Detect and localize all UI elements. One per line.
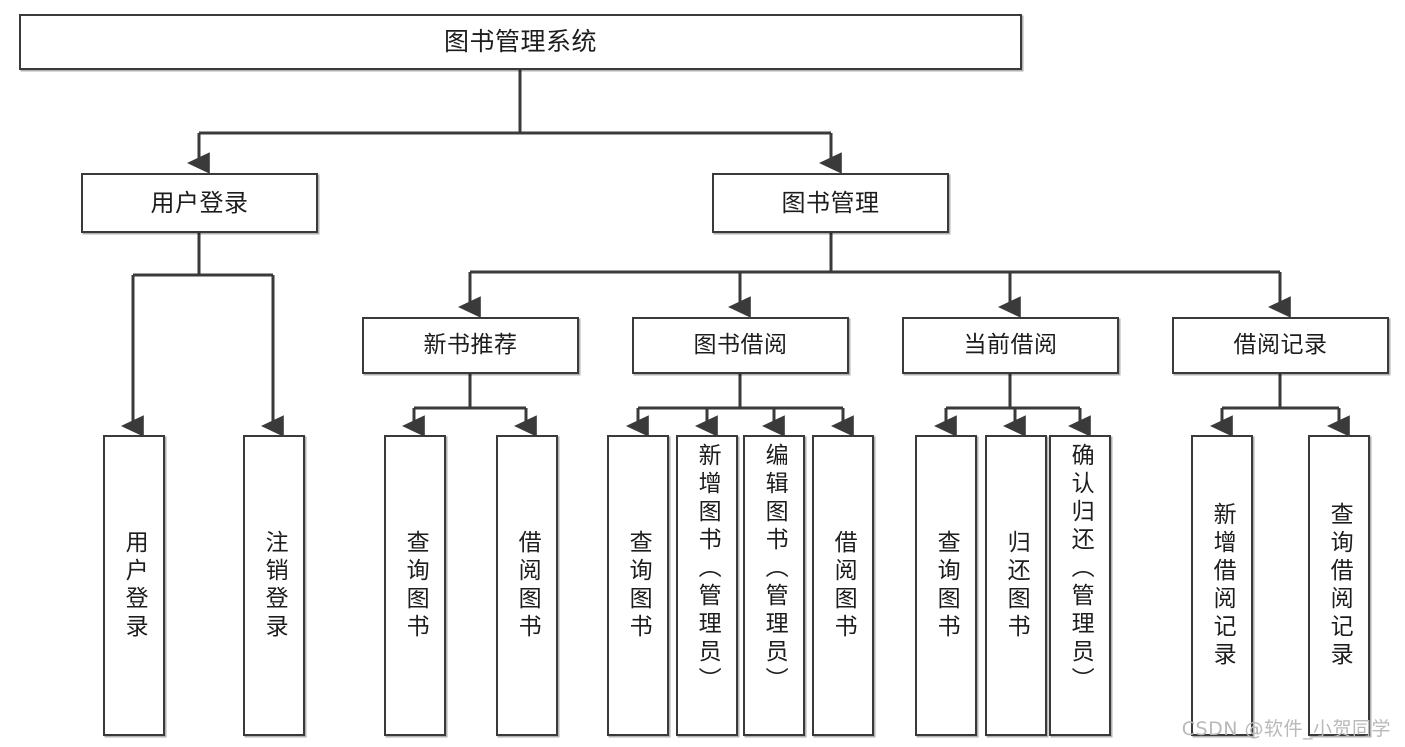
node-book-borrow[interactable]: 图书借阅 bbox=[632, 317, 849, 374]
node-borrow-record[interactable]: 借阅记录 bbox=[1172, 317, 1389, 374]
node-label: 图书管理系统 bbox=[443, 27, 597, 57]
node-leaf-query-book-current[interactable]: 查询图书 bbox=[915, 435, 977, 736]
node-label: 查询图书 bbox=[402, 529, 429, 642]
node-leaf-edit-book-admin[interactable]: 编辑图书（管理员） bbox=[743, 435, 805, 736]
node-label: 归还图书 bbox=[1003, 529, 1030, 642]
node-label: 图书借阅 bbox=[693, 331, 788, 358]
node-label: 当前借阅 bbox=[963, 331, 1058, 358]
node-label: 确认归还（管理员） bbox=[1067, 443, 1094, 695]
node-label: 查询图书 bbox=[933, 529, 960, 642]
node-current-borrow[interactable]: 当前借阅 bbox=[902, 317, 1119, 374]
node-leaf-add-book-admin[interactable]: 新增图书（管理员） bbox=[676, 435, 738, 736]
node-leaf-logout-login[interactable]: 注销登录 bbox=[243, 435, 305, 736]
node-new-book-recommend[interactable]: 新书推荐 bbox=[362, 317, 579, 374]
node-label: 查询借阅记录 bbox=[1326, 501, 1353, 670]
node-label: 注销登录 bbox=[261, 529, 288, 642]
node-leaf-query-book-recommend[interactable]: 查询图书 bbox=[384, 435, 446, 736]
node-label: 用户登录 bbox=[150, 188, 249, 217]
node-label: 借阅记录 bbox=[1233, 331, 1328, 358]
node-book-management[interactable]: 图书管理 bbox=[712, 173, 949, 233]
node-leaf-query-borrow-record[interactable]: 查询借阅记录 bbox=[1308, 435, 1370, 736]
node-leaf-add-borrow-record[interactable]: 新增借阅记录 bbox=[1191, 435, 1253, 736]
node-label: 新增图书（管理员） bbox=[694, 443, 721, 695]
node-label: 借阅图书 bbox=[830, 529, 857, 642]
node-root-book-management-system[interactable]: 图书管理系统 bbox=[19, 14, 1022, 70]
node-label: 用户登录 bbox=[121, 529, 148, 642]
node-label: 图书管理 bbox=[781, 188, 880, 217]
node-leaf-user-login[interactable]: 用户登录 bbox=[103, 435, 165, 736]
node-label: 新书推荐 bbox=[423, 331, 518, 358]
node-label: 借阅图书 bbox=[514, 529, 541, 642]
node-user-login[interactable]: 用户登录 bbox=[81, 173, 318, 233]
node-leaf-query-book-borrow[interactable]: 查询图书 bbox=[607, 435, 669, 736]
node-leaf-borrow-book-borrow[interactable]: 借阅图书 bbox=[812, 435, 874, 736]
node-label: 编辑图书（管理员） bbox=[761, 443, 788, 695]
node-leaf-confirm-return-admin[interactable]: 确认归还（管理员） bbox=[1049, 435, 1111, 736]
csdn-watermark: CSDN @软件_小贺同学 bbox=[1181, 718, 1391, 740]
node-label: 查询图书 bbox=[625, 529, 652, 642]
node-leaf-return-book[interactable]: 归还图书 bbox=[985, 435, 1047, 736]
node-label: 新增借阅记录 bbox=[1209, 501, 1236, 670]
node-leaf-borrow-book-recommend[interactable]: 借阅图书 bbox=[496, 435, 558, 736]
